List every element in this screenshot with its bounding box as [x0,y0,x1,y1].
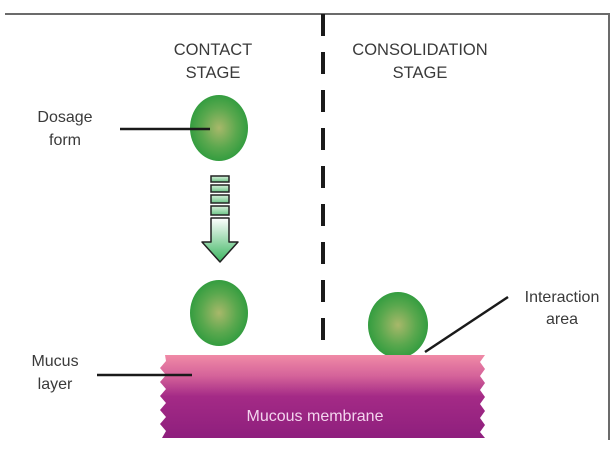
interaction-area-pointer [424,295,509,354]
mucous-membrane [160,355,485,438]
arrow-bar-3 [210,194,230,204]
mucus-layer-label-line2: layer [38,376,73,393]
mucus-layer-label: Mucus [31,353,78,370]
contact-stage-sphere [190,280,248,346]
arrow-head [201,217,239,263]
interaction-area-label-line2: area [546,311,578,328]
dosage-form-label: Dosage [37,109,92,126]
consolidation-stage-title: CONSOLIDATION [352,41,487,59]
contact-stage-title: CONTACT [174,41,253,59]
mucous-membrane-label: Mucous membrane [247,408,384,425]
arrow-bar-4 [210,205,230,216]
dosage-form-sphere [190,95,248,161]
interaction-area-label: Interaction [525,289,600,306]
consolidation-stage-title-line2: STAGE [393,64,448,82]
transition-arrow [201,175,239,263]
contact-stage-title-line2: STAGE [186,64,241,82]
dosage-form-label-line2: form [49,132,81,149]
arrow-bar-2 [210,184,230,193]
consolidation-stage-sphere [368,292,428,358]
arrow-bar-1 [210,175,230,183]
